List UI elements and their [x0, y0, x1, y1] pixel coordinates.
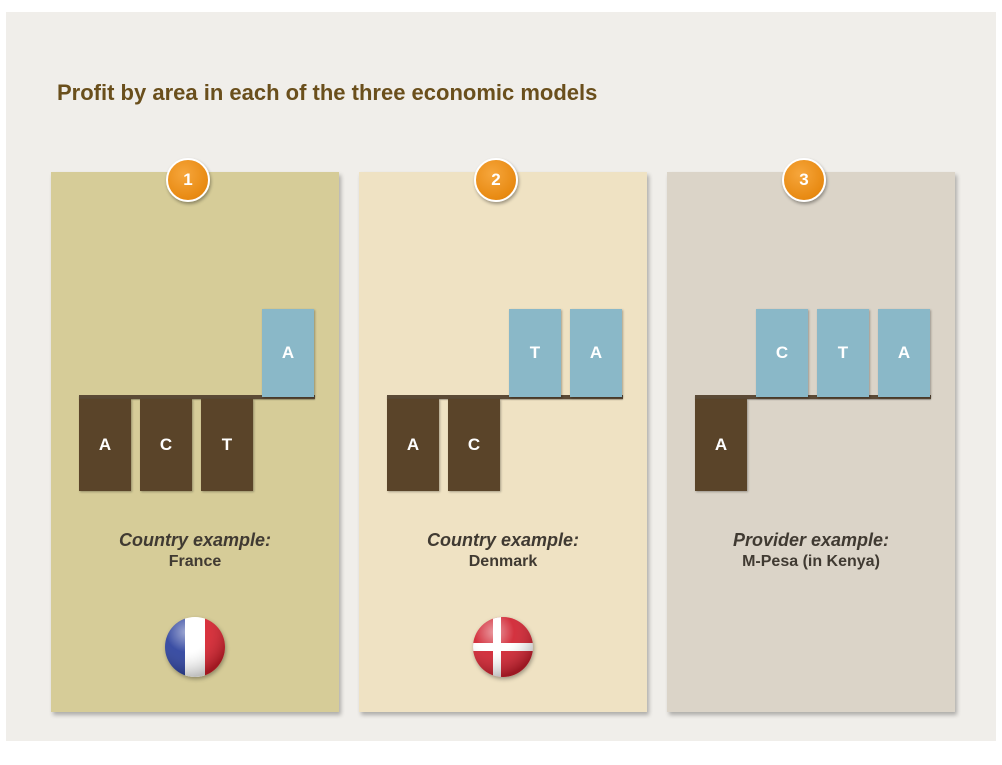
profit-bar-negative: C	[140, 399, 192, 491]
model-panel-1: 1 A A C T Country example: France	[51, 158, 339, 712]
number-badge: 2	[474, 158, 518, 202]
number-badge: 1	[166, 158, 210, 202]
profit-bar-positive: A	[878, 309, 930, 397]
example-name: Denmark	[468, 553, 538, 570]
example-name: France	[168, 553, 222, 570]
profit-baseline	[695, 395, 931, 399]
profit-baseline	[79, 395, 315, 399]
example-caption: Country example: Denmark	[359, 530, 647, 571]
example-caption: Country example: France	[51, 530, 339, 571]
denmark-flag-icon	[473, 617, 533, 677]
number-badge: 3	[782, 158, 826, 202]
example-caption: Provider example: M-Pesa (in Kenya)	[667, 530, 955, 571]
profit-bar-positive: A	[570, 309, 622, 397]
profit-bar-negative: T	[201, 399, 253, 491]
model-panel-2: 2 T A A C Country example: Denmark	[359, 158, 647, 712]
profit-bar-negative: A	[387, 399, 439, 491]
profit-bar-negative: A	[79, 399, 131, 491]
model-panel-3: 3 C T A A Provider example: M-Pesa (in K…	[667, 158, 955, 712]
profit-bar-negative: C	[448, 399, 500, 491]
profit-bar-positive: C	[756, 309, 808, 397]
france-flag-icon	[165, 617, 225, 677]
profit-bar-negative: A	[695, 399, 747, 491]
example-label: Country example:	[118, 530, 272, 550]
slide-background: Profit by area in each of the three econ…	[6, 12, 996, 741]
profit-baseline	[387, 395, 623, 399]
profit-bar-positive: T	[509, 309, 561, 397]
page-title: Profit by area in each of the three econ…	[57, 80, 598, 105]
profit-bar-positive: T	[817, 309, 869, 397]
example-label: Provider example:	[732, 530, 890, 550]
profit-bar-positive: A	[262, 309, 314, 397]
example-name: M-Pesa (in Kenya)	[742, 553, 880, 570]
example-label: Country example:	[426, 530, 580, 550]
